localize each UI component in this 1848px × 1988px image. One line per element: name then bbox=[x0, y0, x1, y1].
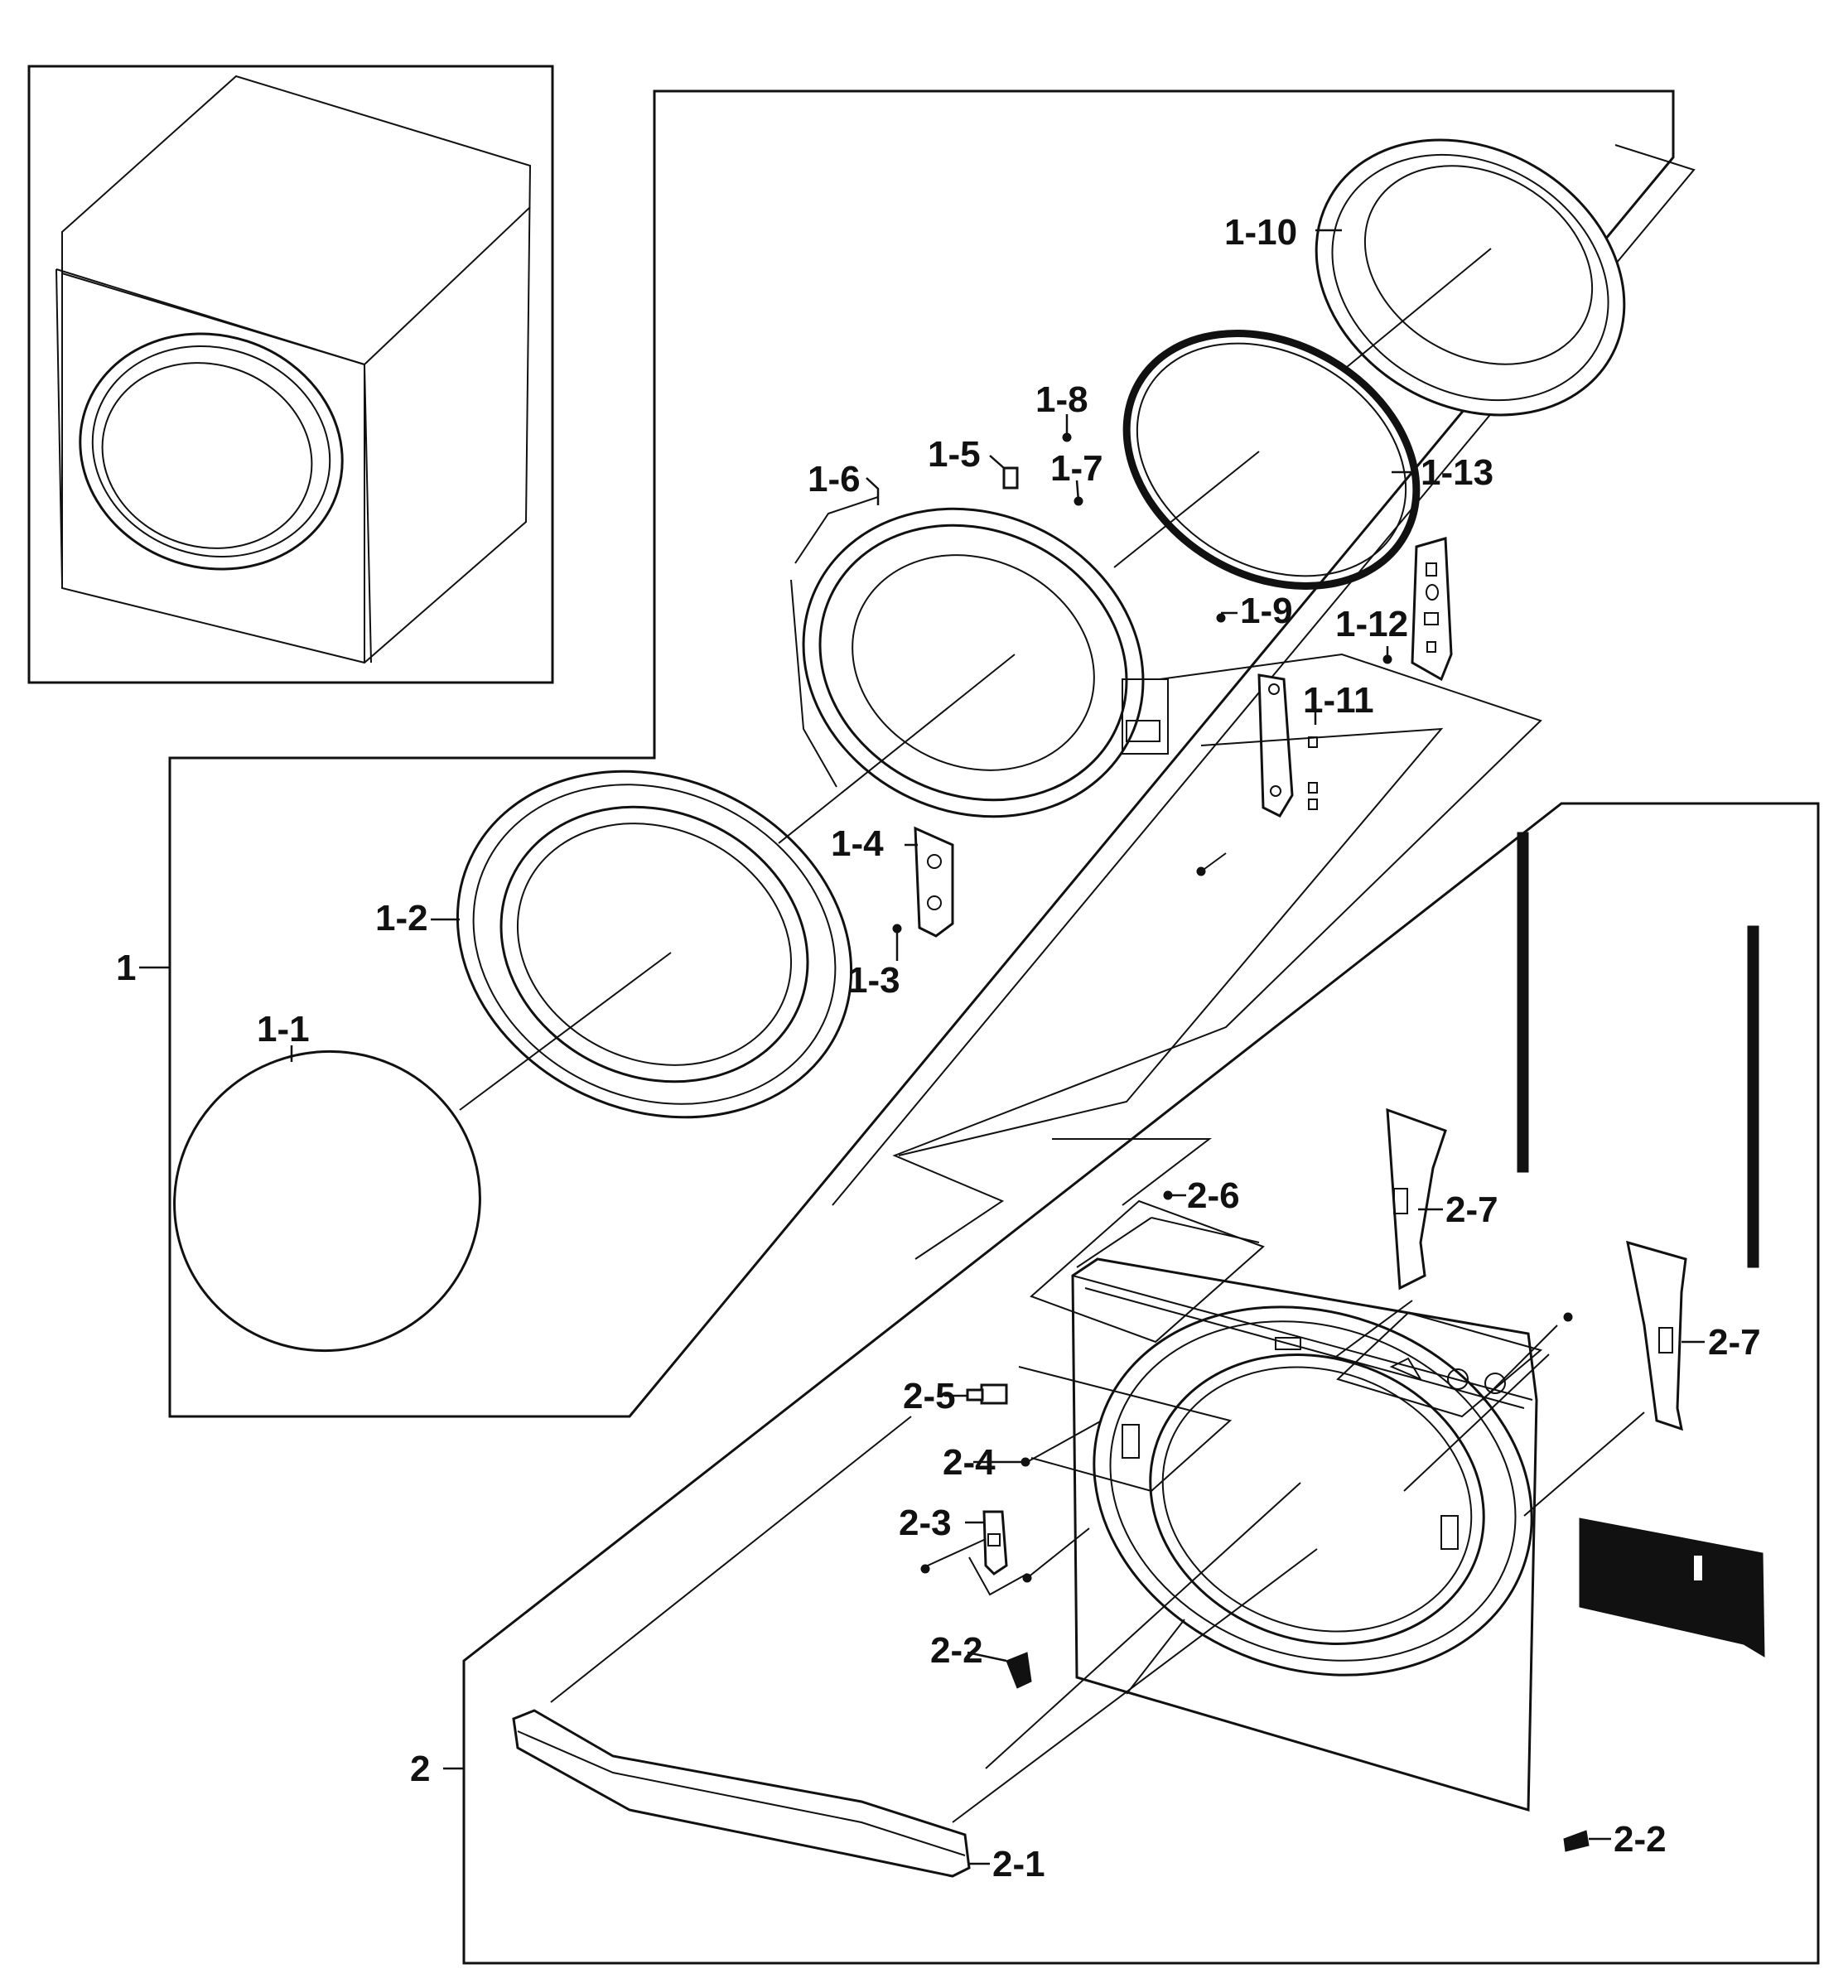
group2-assembly-guides bbox=[550, 1138, 1645, 1823]
part-2-1-toe-panel bbox=[512, 1709, 971, 1878]
part-2-7-bracket-upper bbox=[1386, 1107, 1447, 1291]
callout-1-13: 1-13 bbox=[1421, 452, 1493, 493]
callout-1-7: 1-7 bbox=[1050, 448, 1103, 489]
callout-1-8: 1-8 bbox=[1035, 379, 1088, 420]
callout-2-2-lower: 2-2 bbox=[1614, 1819, 1667, 1860]
front-panel-frame bbox=[462, 802, 1820, 1965]
group1-small-parts bbox=[892, 432, 1392, 934]
part-2-front-panel bbox=[1071, 1257, 1538, 1812]
callout-2-4: 2-4 bbox=[943, 1442, 996, 1483]
part-1-13-door-gasket bbox=[1122, 330, 1421, 590]
callout-labels: 1 1-1 1-2 1-3 1-4 1-5 1-6 1-7 1-8 1-9 1-… bbox=[116, 212, 1761, 1884]
part-1-12-hinge-plate bbox=[1411, 537, 1453, 682]
callout-2-3: 2-3 bbox=[899, 1503, 952, 1543]
part-1-11-hinge-bracket bbox=[1257, 673, 1318, 818]
seal-strips bbox=[1517, 832, 1759, 1268]
callout-1-3: 1-3 bbox=[847, 960, 900, 1001]
callout-leaders bbox=[139, 229, 1705, 1865]
callout-2-2-upper: 2-2 bbox=[930, 1630, 983, 1671]
assembled-dryer-inset bbox=[27, 65, 554, 684]
part-1-10-door-glass bbox=[1315, 138, 1626, 417]
insulation-pad bbox=[1579, 1518, 1765, 1657]
callout-1-4: 1-4 bbox=[831, 823, 884, 864]
part-1-6-door-inner-frame bbox=[790, 496, 1169, 818]
callout-1-1: 1-1 bbox=[257, 1009, 310, 1049]
part-2-5-connector bbox=[966, 1383, 1008, 1405]
callout-1-2: 1-2 bbox=[375, 898, 428, 939]
part-1-1-door-glass-cover bbox=[173, 1049, 481, 1353]
callout-2: 2 bbox=[410, 1749, 430, 1789]
door-assembly-frame bbox=[168, 89, 1696, 1418]
group1-assembly-guides bbox=[459, 248, 1542, 1260]
part-2-2-foot-lower bbox=[1563, 1830, 1590, 1852]
part-1-2-door-outer-ring bbox=[456, 770, 853, 1119]
callout-1-12: 1-12 bbox=[1335, 604, 1408, 644]
callout-1-9: 1-9 bbox=[1240, 591, 1293, 631]
callout-1: 1 bbox=[116, 948, 136, 988]
callout-1-11: 1-11 bbox=[1303, 680, 1374, 721]
callout-1-6: 1-6 bbox=[808, 459, 861, 499]
callout-2-1: 2-1 bbox=[992, 1844, 1045, 1884]
callout-1-5: 1-5 bbox=[928, 434, 981, 475]
callout-2-7-lower: 2-7 bbox=[1708, 1322, 1761, 1363]
part-2-3-switch-cover bbox=[982, 1510, 1008, 1575]
part-2-2-foot-upper bbox=[1006, 1652, 1032, 1689]
callout-1-10: 1-10 bbox=[1224, 212, 1297, 253]
callout-2-5: 2-5 bbox=[903, 1376, 956, 1416]
part-1-4-door-hinge bbox=[914, 826, 954, 938]
part-2-7-bracket-lower bbox=[1626, 1240, 1687, 1431]
callout-2-7-upper: 2-7 bbox=[1445, 1189, 1498, 1230]
callout-2-6: 2-6 bbox=[1187, 1175, 1240, 1216]
